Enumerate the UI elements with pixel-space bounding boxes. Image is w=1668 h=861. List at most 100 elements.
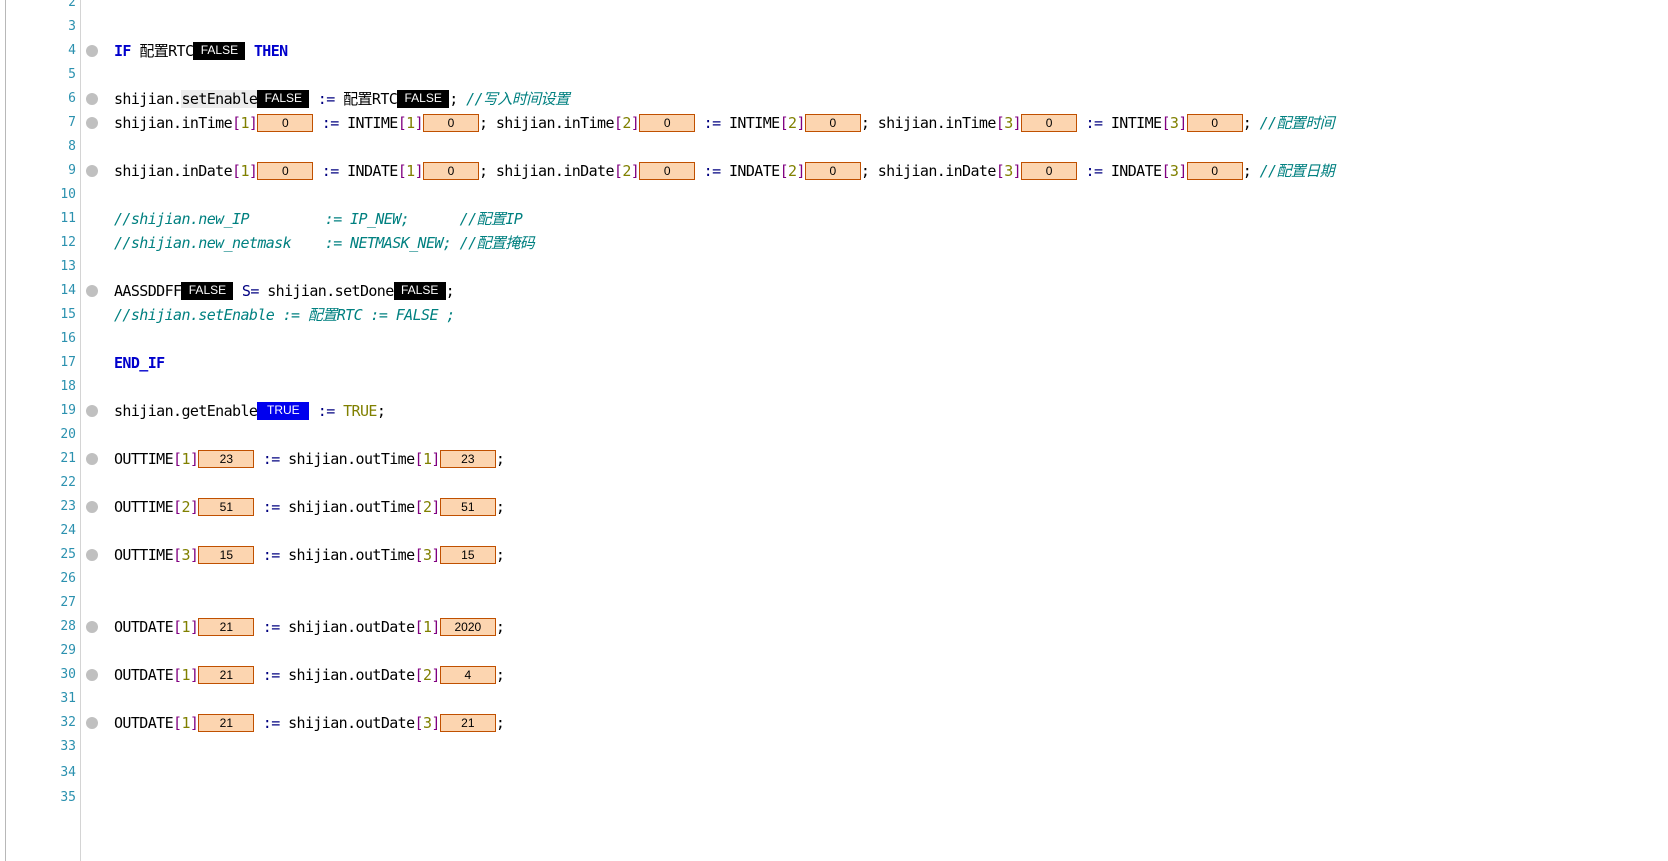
identifier: AASSDDFF bbox=[114, 282, 182, 300]
comment: //写入时间设置 bbox=[466, 90, 570, 108]
code-text: //shijian.new_netmask := NETMASK_NEW; //… bbox=[114, 231, 535, 255]
index: 2 bbox=[788, 114, 797, 132]
breakpoint-marker[interactable] bbox=[86, 117, 98, 129]
monitor-value-int[interactable]: 0 bbox=[423, 161, 479, 180]
monitor-value-int[interactable]: 21 bbox=[439, 713, 496, 732]
bracket: ] bbox=[431, 618, 440, 636]
monitor-value-int[interactable]: 21 bbox=[198, 665, 255, 684]
index: 2 bbox=[422, 666, 432, 684]
bracket: ] bbox=[189, 714, 199, 732]
index: 3 bbox=[1169, 114, 1179, 132]
identifier: OUTTIME bbox=[114, 498, 174, 516]
code-text: OUTTIME[3]15 := shijian.outTime[3]15; bbox=[114, 543, 505, 567]
monitor-value-int[interactable]: 0 bbox=[423, 113, 479, 132]
operator: := bbox=[262, 714, 280, 732]
bracket: ] bbox=[796, 162, 805, 180]
monitor-value-false[interactable]: FALSE bbox=[193, 41, 246, 60]
breakpoint-marker[interactable] bbox=[86, 621, 98, 633]
line-number: 16 bbox=[60, 331, 76, 346]
bracket: ] bbox=[189, 666, 199, 684]
bracket: ] bbox=[431, 450, 440, 468]
breakpoint-marker[interactable] bbox=[86, 93, 98, 105]
monitor-value-int[interactable]: 0 bbox=[804, 161, 861, 180]
bracket: ] bbox=[414, 162, 424, 180]
monitor-value-int[interactable]: 0 bbox=[257, 161, 314, 180]
breakpoint-marker[interactable] bbox=[86, 405, 98, 417]
monitor-value-int[interactable]: 15 bbox=[439, 545, 496, 564]
code-line[interactable]: 23 OUTTIME[2]51 := shijian.outTime[2]51; bbox=[0, 495, 1668, 519]
monitor-value-int[interactable]: 23 bbox=[198, 449, 255, 468]
monitor-value-int[interactable]: 0 bbox=[1186, 113, 1243, 132]
code-line[interactable]: 30 OUTDATE[1]21 := shijian.outDate[2]4; bbox=[0, 663, 1668, 687]
monitor-value-false[interactable]: FALSE bbox=[397, 89, 450, 108]
monitor-value-int[interactable]: 0 bbox=[1186, 161, 1243, 180]
identifier: shijian.inTime bbox=[877, 114, 997, 132]
bracket: [ bbox=[1161, 162, 1170, 180]
breakpoint-marker[interactable] bbox=[86, 165, 98, 177]
bracket: [ bbox=[779, 162, 789, 180]
monitor-value-int[interactable]: 0 bbox=[1021, 113, 1078, 132]
code-text: END_IF bbox=[114, 351, 165, 375]
breakpoint-marker[interactable] bbox=[86, 285, 98, 297]
breakpoint-marker[interactable] bbox=[86, 669, 98, 681]
code-line[interactable]: 9 shijian.inDate[1]0 := INDATE[1]0; shij… bbox=[0, 159, 1668, 183]
monitor-value-int[interactable]: 2020 bbox=[439, 617, 496, 636]
code-line[interactable]: 7 shijian.inTime[1]0 := INTIME[1]0; shij… bbox=[0, 111, 1668, 135]
monitor-value-int[interactable]: 0 bbox=[639, 161, 696, 180]
monitor-value-false[interactable]: FALSE bbox=[393, 281, 446, 300]
monitor-value-int[interactable]: 4 bbox=[439, 665, 496, 684]
line-number: 30 bbox=[60, 667, 76, 682]
code-line[interactable]: 21 OUTTIME[1]23 := shijian.outTime[1]23; bbox=[0, 447, 1668, 471]
monitor-value-int[interactable]: 0 bbox=[639, 113, 696, 132]
monitor-value-int[interactable]: 0 bbox=[1021, 161, 1078, 180]
monitor-value-int[interactable]: 51 bbox=[198, 497, 255, 516]
monitor-value-true[interactable]: TRUE bbox=[257, 401, 310, 420]
line-number: 18 bbox=[60, 379, 76, 394]
code-line[interactable]: 25 OUTTIME[3]15 := shijian.outTime[3]15; bbox=[0, 543, 1668, 567]
line-number: 31 bbox=[60, 691, 76, 706]
monitor-value-int[interactable]: 51 bbox=[439, 497, 496, 516]
bracket: ] bbox=[796, 114, 805, 132]
code-line: 18 bbox=[0, 375, 1668, 399]
code-line[interactable]: 17 END_IF bbox=[0, 351, 1668, 375]
code-line[interactable]: 12 //shijian.new_netmask := NETMASK_NEW;… bbox=[0, 231, 1668, 255]
line-number: 12 bbox=[60, 235, 76, 250]
monitor-value-int[interactable]: 0 bbox=[804, 113, 861, 132]
code-line[interactable]: 11 //shijian.new_IP := IP_NEW; //配置IP bbox=[0, 207, 1668, 231]
index: 2 bbox=[181, 498, 190, 516]
code-text: OUTDATE[1]21 := shijian.outDate[2]4; bbox=[114, 663, 505, 687]
semicolon: ; bbox=[860, 162, 870, 180]
monitor-value-int[interactable]: 15 bbox=[198, 545, 255, 564]
code-text: OUTDATE[1]21 := shijian.outDate[1]2020; bbox=[114, 615, 505, 639]
code-line: 33 bbox=[0, 735, 1668, 759]
monitor-value-int[interactable]: 21 bbox=[198, 713, 255, 732]
operator: := bbox=[262, 618, 280, 636]
identifier: shijian.outDate bbox=[288, 714, 415, 732]
monitor-value-false[interactable]: FALSE bbox=[257, 89, 310, 108]
breakpoint-marker[interactable] bbox=[86, 717, 98, 729]
monitor-value-int[interactable]: 0 bbox=[257, 113, 314, 132]
monitor-value-false[interactable]: FALSE bbox=[181, 281, 234, 300]
index: 1 bbox=[181, 450, 190, 468]
code-line[interactable]: 28 OUTDATE[1]21 := shijian.outDate[1]202… bbox=[0, 615, 1668, 639]
bracket: ] bbox=[248, 162, 258, 180]
breakpoint-marker[interactable] bbox=[86, 549, 98, 561]
line-number: 34 bbox=[60, 765, 76, 780]
bracket: [ bbox=[173, 498, 182, 516]
breakpoint-marker[interactable] bbox=[86, 453, 98, 465]
line-number: 29 bbox=[60, 643, 76, 658]
breakpoint-marker[interactable] bbox=[86, 501, 98, 513]
breakpoint-marker[interactable] bbox=[86, 45, 98, 57]
code-line[interactable]: 15 //shijian.setEnable := 配置RTC := FALSE… bbox=[0, 303, 1668, 327]
line-number: 10 bbox=[60, 187, 76, 202]
monitor-value-int[interactable]: 21 bbox=[198, 617, 255, 636]
monitor-value-int[interactable]: 23 bbox=[439, 449, 496, 468]
line-number: 33 bbox=[60, 739, 76, 754]
code-line[interactable]: 32 OUTDATE[1]21 := shijian.outDate[3]21; bbox=[0, 711, 1668, 735]
